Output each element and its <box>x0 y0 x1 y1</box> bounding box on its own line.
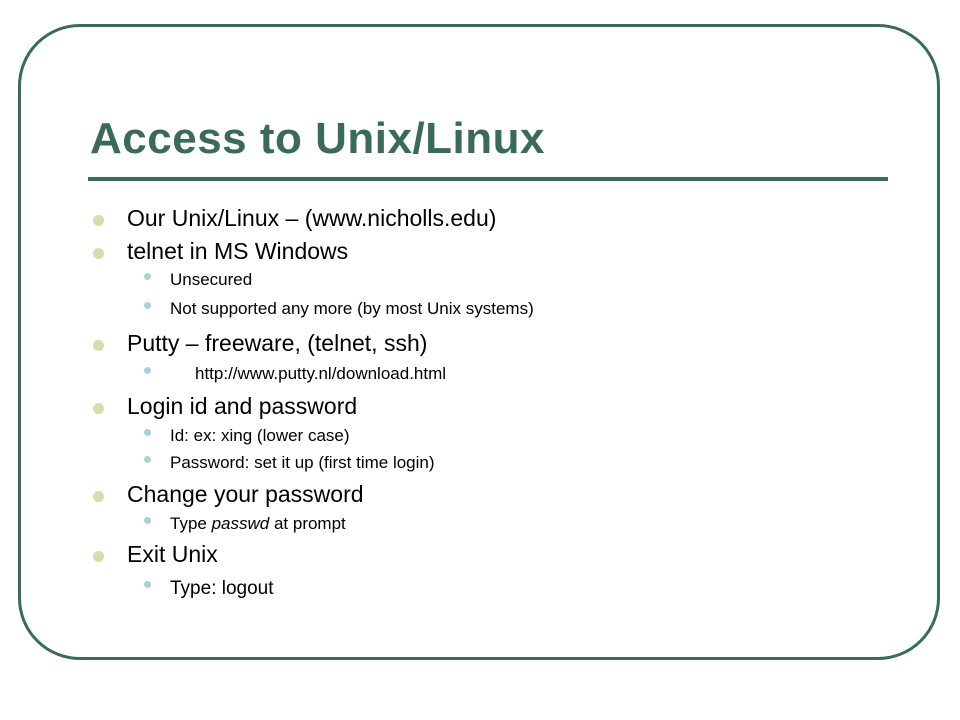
sub-bullet-id: Id: ex: xing (lower case) <box>144 426 350 446</box>
sub-bullet-logout: Type: logout <box>144 578 274 600</box>
sub-bullet-text: Not supported any more (by most Unix sys… <box>170 299 534 318</box>
bullet-dot-icon <box>93 248 104 259</box>
slide-title: Access to Unix/Linux <box>90 114 546 163</box>
bullet-dot-icon <box>93 491 104 502</box>
bullet-dot-icon <box>93 215 104 226</box>
sub-bullet-dot-icon <box>144 581 151 588</box>
bullet-item-change-password: Change your password <box>93 481 364 508</box>
sub-bullet-password: Password: set it up (first time login) <box>144 453 435 473</box>
bullet-item-exit-unix: Exit Unix <box>93 541 218 568</box>
sub-bullet-unsecured: Unsecured <box>144 270 253 290</box>
sub-bullet-not-supported: Not supported any more (by most Unix sys… <box>144 299 534 319</box>
sub-bullet-emphasis: passwd <box>211 514 270 533</box>
title-underline <box>88 177 888 181</box>
sub-bullet-dot-icon <box>144 367 151 374</box>
sub-bullet-putty-url: http://www.putty.nl/download.html <box>144 364 447 384</box>
bullet-text: Change your password <box>127 481 364 507</box>
bullet-dot-icon <box>93 403 104 414</box>
bullet-item-putty: Putty – freeware, (telnet, ssh) <box>93 330 428 357</box>
sub-bullet-text: Unsecured <box>170 270 253 289</box>
sub-bullet-dot-icon <box>144 302 151 309</box>
bullet-dot-icon <box>93 551 104 562</box>
bullet-item-login: Login id and password <box>93 393 358 420</box>
putty-download-link[interactable]: http://www.putty.nl/download.html <box>195 364 447 383</box>
sub-bullet-dot-icon <box>144 429 151 436</box>
sub-bullet-text-before: Type <box>170 514 212 533</box>
sub-bullet-text: Id: ex: xing (lower case) <box>170 426 350 445</box>
sub-bullet-text: Password: set it up (first time login) <box>170 453 435 472</box>
sub-bullet-dot-icon <box>144 456 151 463</box>
bullet-dot-icon <box>93 340 104 351</box>
sub-bullet-dot-icon <box>144 273 151 280</box>
sub-bullet-text-after: at prompt <box>269 514 346 533</box>
sub-bullet-dot-icon <box>144 517 151 524</box>
sub-bullet-text: Type: logout <box>170 578 274 599</box>
bullet-text: Our Unix/Linux – (www.nicholls.edu) <box>127 205 497 231</box>
bullet-text: Exit Unix <box>127 541 218 567</box>
bullet-text: Putty – freeware, (telnet, ssh) <box>127 330 428 356</box>
bullet-item-telnet: telnet in MS Windows <box>93 238 349 265</box>
sub-bullet-type-passwd: Type passwd at prompt <box>144 514 346 534</box>
bullet-text: Login id and password <box>127 393 358 419</box>
slide-frame <box>18 24 940 660</box>
bullet-text: telnet in MS Windows <box>127 238 349 264</box>
bullet-item-our-unix: Our Unix/Linux – (www.nicholls.edu) <box>93 205 497 232</box>
